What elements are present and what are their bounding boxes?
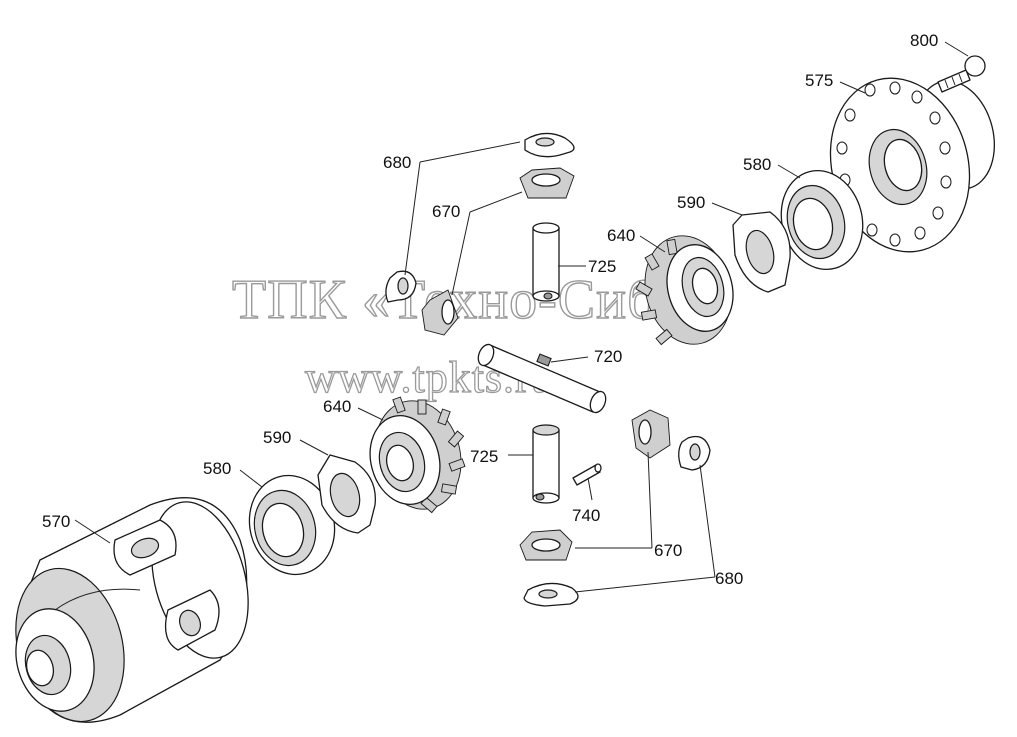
callout-670-top: 670 [432, 202, 460, 221]
part-570-housing [15, 497, 249, 723]
part-590-washer-top [732, 211, 791, 293]
part-640-side-gear-bottom [369, 396, 466, 514]
callout-725-bottom: 725 [470, 447, 498, 466]
part-670-pinion-top [519, 167, 575, 199]
part-580-bearing-bottom [248, 474, 336, 576]
callout-640-top: 640 [607, 226, 635, 245]
watermark: ТПК «Техно-Сиб» www.tpkts.ru [231, 268, 686, 402]
watermark-company: ТПК «Техно-Сиб» [232, 269, 686, 331]
part-680-washer-bottom [523, 582, 579, 607]
callout-680-top: 680 [383, 153, 411, 172]
part-575-flange [829, 77, 996, 253]
part-590-washer-bottom [317, 454, 376, 534]
callout-575: 575 [805, 71, 833, 90]
part-680-washer-right [678, 435, 711, 471]
leader-lines [74, 41, 969, 593]
callout-590-top: 590 [677, 193, 705, 212]
part-800-bolt [937, 55, 986, 93]
part-580-bearing-top [780, 169, 864, 271]
part-670-pinion-bottom [519, 529, 573, 561]
part-670-pinion-left [421, 289, 459, 336]
callout-labels: 800 575 580 590 640 680 670 725 720 640 … [42, 31, 938, 588]
part-725-pin-bottom [532, 424, 560, 504]
callout-725-top: 725 [588, 257, 616, 276]
callout-680-bottom: 680 [715, 569, 743, 588]
callout-800: 800 [910, 31, 938, 50]
callout-590-bottom: 590 [263, 428, 291, 447]
part-725-pin-top [532, 222, 560, 302]
part-720-cross-shaft [477, 343, 607, 414]
callout-580-bottom: 580 [203, 459, 231, 478]
part-640-side-gear-top [635, 235, 734, 346]
callout-640-bottom: 640 [323, 397, 351, 416]
callout-720: 720 [594, 347, 622, 366]
part-670-pinion-right [631, 409, 671, 459]
part-740-roll-pin [572, 463, 602, 486]
callout-740: 740 [572, 506, 600, 525]
callout-580-top: 580 [743, 155, 771, 174]
part-680-washer-left [385, 270, 417, 303]
part-680-washer-top [524, 132, 575, 158]
callout-670-bottom: 670 [654, 541, 682, 560]
callout-570: 570 [42, 512, 70, 531]
